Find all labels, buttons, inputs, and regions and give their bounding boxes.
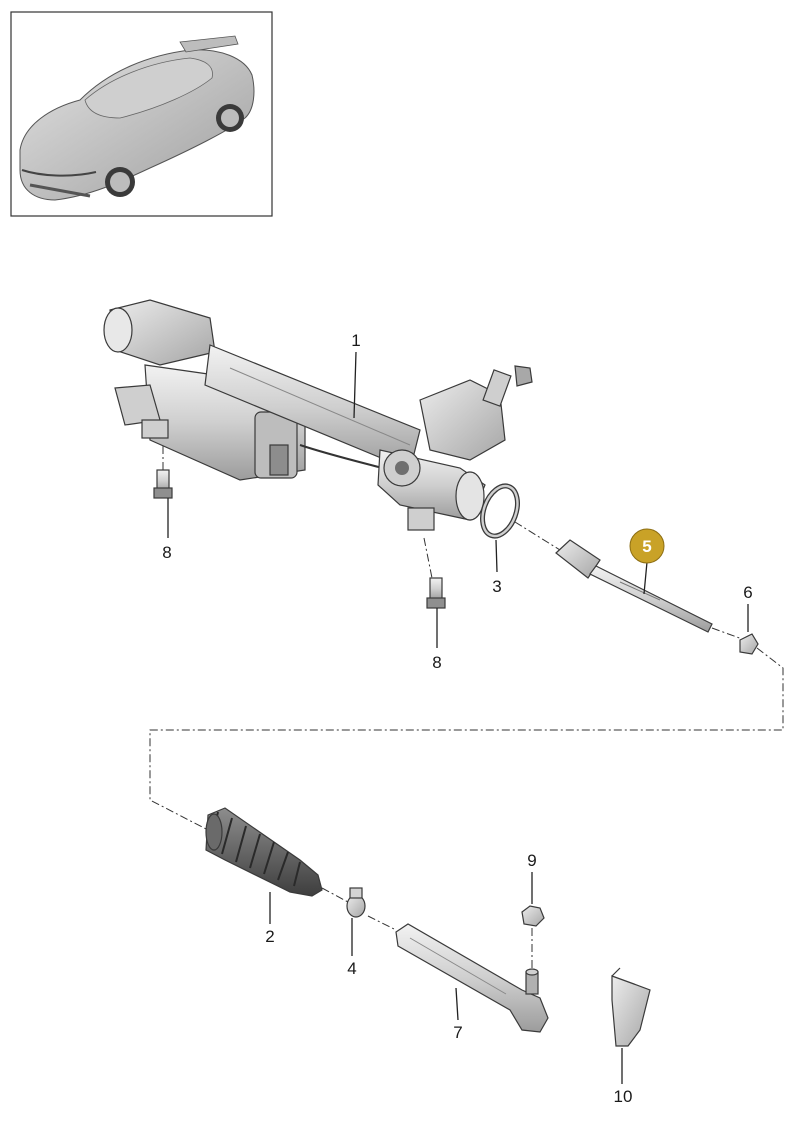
callout-4[interactable]: 4 [347,959,356,978]
o-ring[interactable] [476,481,524,541]
inner-tie-rod[interactable] [555,539,713,633]
callout-8-right[interactable]: 8 [432,653,441,672]
lock-nut[interactable] [739,633,759,655]
callout-labels: 1 2 3 4 5 6 7 8 8 9 10 [162,331,752,1106]
callout-9[interactable]: 9 [527,851,536,870]
callout-7[interactable]: 7 [453,1023,462,1042]
vehicle-thumbnail [10,11,273,217]
callout-10[interactable]: 10 [614,1087,633,1106]
outer-tie-rod-end[interactable] [395,923,549,1033]
callout-6[interactable]: 6 [743,583,752,602]
steering-rack-assembly[interactable] [103,299,533,531]
callout-8-left[interactable]: 8 [162,543,171,562]
heat-shield[interactable] [611,967,651,1047]
hose-clamp[interactable] [346,887,366,918]
callout-5-badge[interactable]: 5 [629,528,665,564]
callout-5: 5 [642,537,651,556]
callout-1[interactable]: 1 [351,331,360,350]
sports-car-icon [19,35,255,201]
assembly-lines [149,430,784,972]
leader-lines [167,351,749,1084]
bellows-boot[interactable] [205,807,323,897]
callout-2[interactable]: 2 [265,927,274,946]
ball-joint-nut[interactable] [521,905,545,927]
mounting-bolt-right[interactable] [426,577,446,609]
mounting-bolt-left[interactable] [153,469,173,499]
callout-3[interactable]: 3 [492,577,501,596]
